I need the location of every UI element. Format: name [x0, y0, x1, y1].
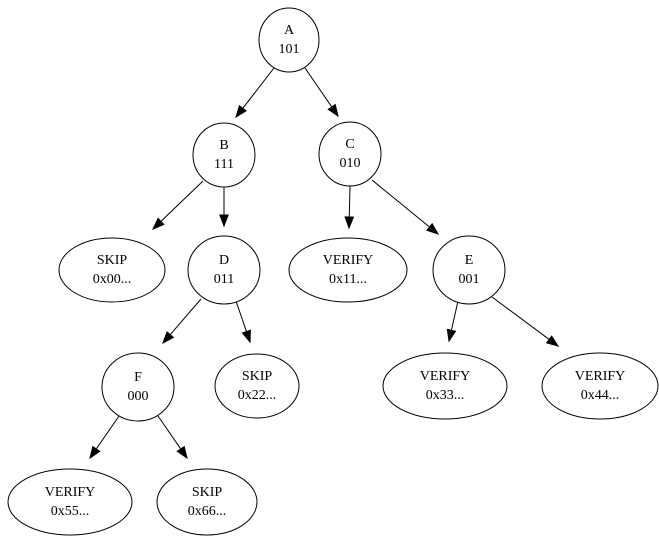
- edge-line: [242, 67, 275, 109]
- arrowhead-icon: [235, 104, 247, 119]
- node-ellipse[interactable]: [541, 352, 659, 420]
- arrowhead-icon: [89, 445, 101, 460]
- node-label-secondary: 0x22...: [238, 388, 277, 403]
- edge-e-to-v4: [491, 296, 560, 347]
- node-a[interactable]: A 101: [258, 7, 320, 73]
- node-v1[interactable]: VERIFY 0x11...: [288, 237, 408, 303]
- edge-f-to-s6: [157, 415, 188, 460]
- node-label-secondary: 010: [340, 156, 361, 171]
- arrowhead-icon: [545, 335, 560, 347]
- node-label-primary: VERIFY: [420, 369, 471, 384]
- edge-line: [371, 179, 430, 228]
- node-label-primary: SKIP: [97, 253, 128, 268]
- node-label-secondary: 101: [279, 42, 300, 57]
- node-label-secondary: 001: [459, 272, 480, 287]
- node-label-primary: F: [134, 370, 142, 385]
- edge-d-to-s2: [235, 300, 251, 344]
- edge-line: [157, 415, 182, 450]
- node-s2[interactable]: SKIP 0x22...: [214, 353, 300, 419]
- edge-line: [304, 67, 333, 108]
- node-ellipse[interactable]: [258, 7, 320, 73]
- arrowhead-icon: [446, 328, 457, 343]
- edge-line: [491, 296, 550, 340]
- node-label-secondary: 0x44...: [581, 388, 620, 403]
- node-label-secondary: 011: [214, 272, 234, 287]
- edge-d-to-f: [162, 298, 202, 345]
- node-label-primary: SKIP: [242, 369, 273, 384]
- arrowhead-icon: [425, 222, 440, 235]
- node-ellipse[interactable]: [7, 468, 133, 536]
- node-label-secondary: 0x33...: [426, 388, 465, 403]
- node-d[interactable]: D 011: [187, 235, 261, 305]
- node-label-secondary: 0x00...: [93, 272, 132, 287]
- node-label-primary: E: [465, 253, 474, 268]
- edge-c-to-e: [371, 179, 440, 235]
- node-label-primary: D: [219, 253, 229, 268]
- node-label-primary: VERIFY: [575, 369, 626, 384]
- node-label-secondary: 0x11...: [329, 272, 367, 287]
- edge-line: [235, 300, 247, 332]
- node-label-secondary: 0x55...: [51, 504, 90, 519]
- node-v5[interactable]: VERIFY 0x55...: [7, 468, 133, 536]
- edge-line: [450, 300, 459, 331]
- edge-b-to-s0: [151, 180, 204, 230]
- node-ellipse[interactable]: [187, 235, 261, 305]
- arrowhead-icon: [162, 331, 175, 345]
- node-ellipse[interactable]: [101, 352, 175, 422]
- arrowhead-icon: [344, 216, 355, 230]
- node-b[interactable]: B 111: [192, 122, 256, 188]
- node-label-primary: B: [219, 138, 228, 153]
- edge-f-to-v5: [89, 415, 120, 460]
- node-ellipse[interactable]: [318, 121, 382, 187]
- node-label-secondary: 111: [214, 157, 234, 172]
- arrowhead-icon: [327, 103, 339, 118]
- node-ellipse[interactable]: [432, 235, 506, 305]
- node-label-secondary: 0x66...: [188, 504, 227, 519]
- arrowhead-icon: [219, 214, 229, 228]
- edge-b-to-d: [219, 187, 229, 228]
- node-label-primary: VERIFY: [45, 485, 96, 500]
- node-f[interactable]: F 000: [101, 352, 175, 422]
- arrowhead-icon: [176, 445, 188, 460]
- node-label-primary: C: [345, 137, 354, 152]
- edge-line: [348, 185, 351, 218]
- edge-line: [160, 180, 204, 222]
- arrowhead-icon: [151, 217, 165, 230]
- node-e[interactable]: E 001: [432, 235, 506, 305]
- node-ellipse[interactable]: [214, 353, 300, 419]
- edges-layer: [89, 67, 560, 460]
- node-ellipse[interactable]: [192, 122, 256, 188]
- node-s0[interactable]: SKIP 0x00...: [58, 237, 166, 303]
- node-ellipse[interactable]: [156, 468, 258, 536]
- node-label-secondary: 000: [128, 389, 149, 404]
- node-v3[interactable]: VERIFY 0x33...: [382, 352, 508, 420]
- edge-c-to-v1: [344, 185, 355, 230]
- node-label-primary: VERIFY: [323, 253, 374, 268]
- edge-a-to-b: [235, 67, 275, 119]
- node-label-primary: A: [284, 23, 295, 38]
- node-v4[interactable]: VERIFY 0x44...: [541, 352, 659, 420]
- edge-line: [95, 415, 120, 450]
- nodes-layer: A101B111C010SKIP0x00...D011VERIFY0x11...…: [7, 7, 659, 536]
- node-label-primary: SKIP: [192, 485, 223, 500]
- node-s6[interactable]: SKIP 0x66...: [156, 468, 258, 536]
- arrowhead-icon: [241, 329, 251, 344]
- node-ellipse[interactable]: [382, 352, 508, 420]
- edge-line: [169, 298, 202, 336]
- node-ellipse[interactable]: [288, 237, 408, 303]
- edge-e-to-v3: [446, 300, 459, 343]
- edge-a-to-c: [304, 67, 339, 118]
- node-ellipse[interactable]: [58, 237, 166, 303]
- node-c[interactable]: C 010: [318, 121, 382, 187]
